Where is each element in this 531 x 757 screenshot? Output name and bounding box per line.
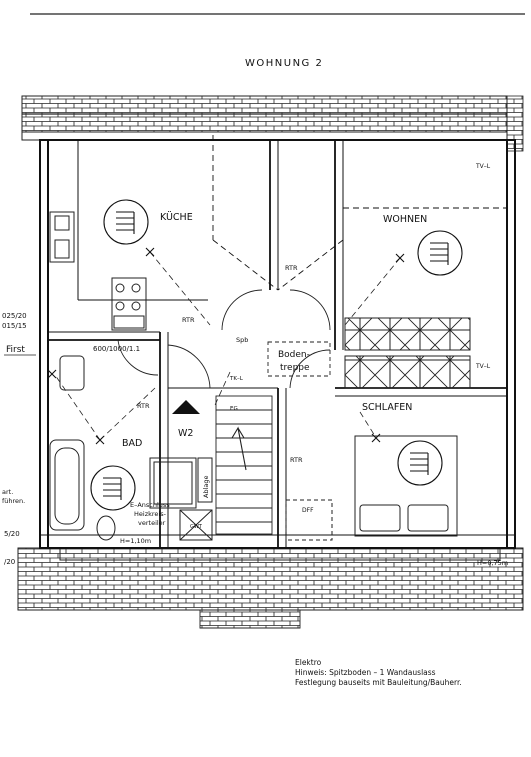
margin-note-1: 025/20 (2, 312, 27, 320)
note-festlegung: Festlegung bauseits mit Bauleitung/Bauhe… (295, 678, 462, 687)
label-height-2: H=0,75m (477, 559, 508, 567)
stair-up-arrow (172, 400, 200, 414)
roof-tiles-top (21, 95, 524, 152)
room-label-w2: W2 (178, 428, 193, 439)
label-counter: 600/1000/1.1 (93, 345, 140, 353)
label-gwt: GWT (190, 524, 203, 530)
note-hinweis: Hinweis: Spitzboden – 1 Wandauslass (295, 668, 436, 677)
door-swings (117, 289, 331, 389)
bedroom-furniture (285, 317, 471, 541)
label-rtr-kueche: RTR (182, 316, 195, 324)
margin-note-6: 5/20 (4, 530, 20, 538)
margin-note-2: 015/15 (2, 322, 27, 330)
label-tk-l: TK–L (229, 376, 244, 382)
label-rtr-bad: RTR (137, 402, 150, 410)
light-outlets (47, 247, 405, 445)
label-dff: DFF (302, 507, 314, 514)
label-tv-l-2: TV–L (475, 363, 491, 370)
margin-note-5: führen. (2, 497, 25, 505)
margin-note-3: First (6, 345, 25, 355)
margin-note-7: /20 (4, 558, 15, 566)
kitchen-units (49, 211, 147, 331)
roof-tiles-bottom (17, 547, 524, 629)
inner-walls (48, 135, 507, 548)
heater-symbols (90, 199, 463, 511)
room-label-bad: BAD (122, 438, 142, 449)
room-label-kueche: KÜCHE (160, 212, 193, 223)
staircase (215, 341, 331, 535)
room-label-schlafen: SCHLAFEN (362, 402, 412, 413)
room-label-boden-1: Boden- (278, 350, 310, 360)
note-elektro: Elektro (295, 658, 322, 667)
room-label-boden-2: treppe (280, 363, 310, 373)
bath-fixtures (49, 355, 213, 541)
label-anschluss-2: Heizkreis- (134, 510, 167, 518)
label-ablage: Ablage (202, 476, 210, 499)
label-rtr-schlafen: RTR (290, 456, 303, 464)
plan-title: WOHNUNG 2 (245, 58, 323, 69)
label-height-1: H=1,10m (120, 537, 151, 545)
margin-note-4: art. (2, 488, 13, 496)
circuit-lines (54, 251, 401, 441)
label-eg: EG (230, 406, 238, 412)
label-anschluss-1: E–Anschluss (130, 501, 170, 509)
room-label-wohnen: WOHNEN (383, 214, 427, 225)
label-spb: Spb (236, 336, 248, 344)
label-rtr-wohnen: RTR (285, 264, 298, 272)
label-tv-l-1: TV–L (475, 163, 491, 170)
label-anschluss-3: verteiler (138, 519, 166, 527)
